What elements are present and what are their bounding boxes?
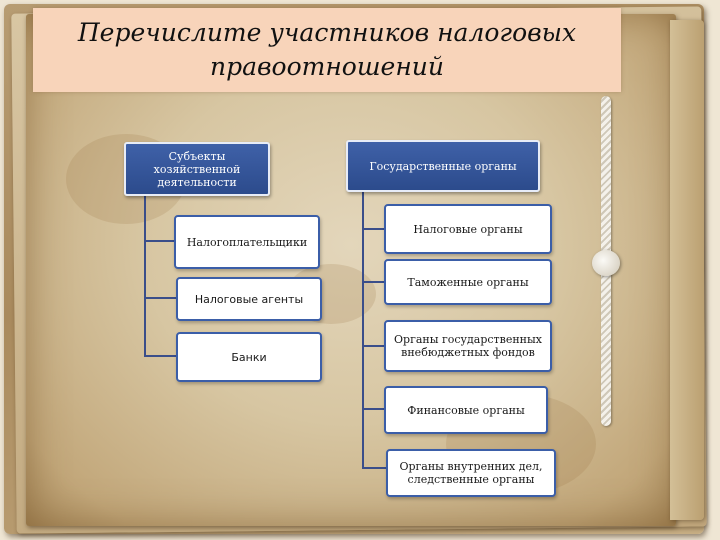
right-branch-line-3: [362, 345, 386, 347]
left-item-tax-agents: Налоговые агенты: [176, 277, 322, 321]
left-group-header: Субъекты хозяйственной деятельности: [124, 142, 270, 196]
string-knot: [592, 250, 620, 276]
left-item-label: Налогоплательщики: [186, 235, 308, 249]
right-group-header: Государственные органы: [346, 140, 540, 192]
left-branch-line-2: [144, 297, 178, 299]
left-item-label: Налоговые агенты: [194, 292, 304, 306]
right-item-label: Органы государственных внебюджетных фонд…: [394, 333, 542, 359]
left-branch-line-3: [144, 355, 178, 357]
left-item-label: Банки: [231, 350, 267, 364]
right-branch-line-5: [362, 467, 386, 469]
right-item-label: Налоговые органы: [413, 222, 523, 236]
left-group-header-label: Субъекты хозяйственной деятельности: [153, 149, 241, 189]
right-item-internal-affairs: Органы внутренних дел, следственные орга…: [386, 449, 556, 497]
left-trunk-line: [144, 192, 146, 357]
title-banner: Перечислите участников налоговых правоот…: [33, 8, 621, 92]
page-title: Перечислите участников налоговых правоот…: [77, 18, 577, 81]
right-branch-line-4: [362, 408, 386, 410]
right-item-label: Таможенные органы: [407, 275, 529, 289]
right-item-offbudget-funds: Органы государственных внебюджетных фонд…: [384, 320, 552, 372]
right-item-financial: Финансовые органы: [384, 386, 548, 434]
paper-edge-right: [670, 20, 704, 520]
right-item-customs: Таможенные органы: [384, 259, 552, 305]
left-branch-line-1: [144, 240, 176, 242]
right-trunk-line: [362, 188, 364, 468]
left-item-taxpayers: Налогоплательщики: [174, 215, 320, 269]
right-item-tax-authorities: Налоговые органы: [384, 204, 552, 254]
right-item-label: Финансовые органы: [407, 403, 525, 417]
left-item-banks: Банки: [176, 332, 322, 382]
right-item-label: Органы внутренних дел, следственные орга…: [399, 460, 543, 486]
right-group-header-label: Государственные органы: [369, 159, 517, 173]
right-branch-line-2: [362, 281, 386, 283]
right-branch-line-1: [362, 228, 386, 230]
